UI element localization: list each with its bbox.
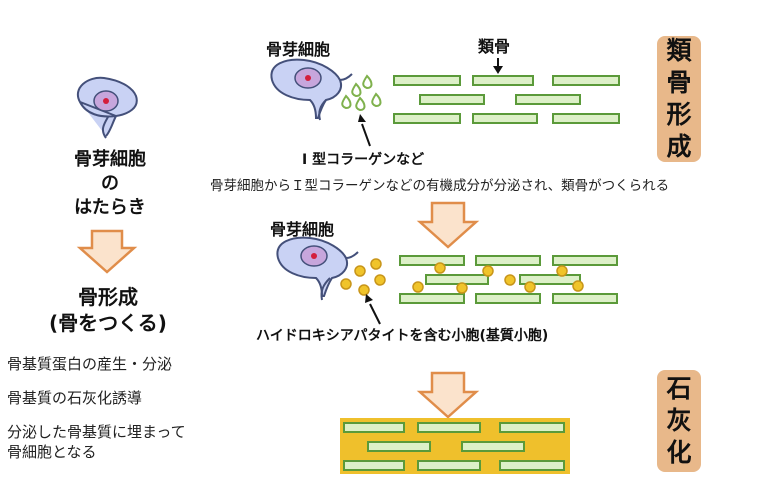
osteoblast-cell-icon bbox=[77, 76, 138, 139]
side-label-char: 灰 bbox=[666, 406, 692, 435]
osteoblast-role-heading: 骨芽細胞 の はたらき bbox=[60, 148, 160, 220]
osteoblast-label-top: 骨芽細胞 bbox=[266, 40, 331, 59]
matrix-vesicle-icon bbox=[340, 258, 584, 296]
osteoid-fibers bbox=[393, 75, 620, 124]
collagen-drop-icon bbox=[341, 74, 382, 112]
osteoid-formation-side-label: 類 骨 形 成 bbox=[657, 36, 701, 162]
bone-formation-subtitle: (骨をつくる) bbox=[49, 311, 167, 335]
side-label-char: 類 bbox=[666, 36, 692, 65]
down-arrow-icon bbox=[416, 201, 480, 249]
function-item: 骨基質蛋白の産生・分泌 bbox=[7, 355, 173, 373]
osteoblast-cell-icon bbox=[270, 58, 353, 121]
down-arrow-icon bbox=[416, 371, 480, 419]
function-item: 骨基質の石灰化誘導 bbox=[7, 389, 143, 407]
function-item: 分泌した骨基質に埋まって bbox=[7, 423, 186, 441]
osteoid-label: 類骨 bbox=[478, 37, 511, 56]
calcification-side-label: 石 灰 化 bbox=[657, 370, 701, 472]
side-label-char: 形 bbox=[666, 100, 692, 129]
osteoblast-label-middle: 骨芽細胞 bbox=[270, 220, 335, 239]
function-item: 骨細胞となる bbox=[7, 443, 97, 461]
side-label-char: 石 bbox=[666, 374, 692, 403]
side-label-char: 骨 bbox=[666, 68, 692, 97]
osteoid-fibers-with-vesicles bbox=[399, 255, 618, 304]
osteoid-formation-caption: 骨芽細胞からＩ型コラーゲンなどの有機成分が分泌され、類骨がつくられる bbox=[210, 178, 670, 194]
collagen-label: I 型コラーゲンなど bbox=[302, 152, 425, 168]
osteoblast-cell-icon bbox=[276, 236, 359, 301]
side-label-char: 成 bbox=[666, 132, 692, 161]
bone-formation-title: 骨形成 bbox=[78, 285, 138, 309]
down-arrow-icon bbox=[76, 229, 138, 274]
osteoblast-role-line: 骨芽細胞 bbox=[74, 149, 146, 170]
matrix-vesicle-label: ハイドロキシアパタイトを含む小胞(基質小胞) bbox=[256, 328, 549, 344]
calcified-bone bbox=[340, 418, 570, 474]
osteoblast-role-line: の bbox=[101, 173, 119, 194]
side-label-char: 化 bbox=[666, 438, 692, 467]
bone-formation-heading: 骨形成 (骨をつくる) bbox=[18, 284, 198, 336]
osteoblast-role-line: はたらき bbox=[74, 197, 146, 218]
